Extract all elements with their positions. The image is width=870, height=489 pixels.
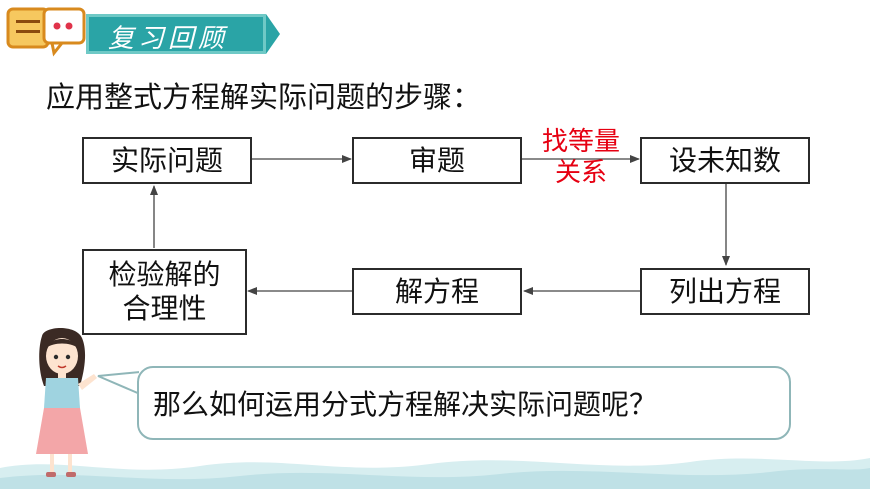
step-set-unknown: 设未知数 (640, 137, 810, 184)
step-solve-equation: 解方程 (352, 268, 522, 315)
speech-bubble-tail (97, 370, 142, 396)
edge-label-line1: 找等量 (541, 127, 620, 157)
section-title: 复习回顾 (108, 24, 229, 54)
step-check-reasonableness: 检验解的 合理性 (82, 249, 247, 335)
question-bubble: 那么如何运用分式方程解决实际问题呢？ (137, 366, 791, 440)
step-check-line1: 检验解的 (108, 258, 221, 292)
wave-decoration (0, 458, 870, 489)
step-actual-problem: 实际问题 (82, 137, 252, 184)
step-review-problem: 审题 (352, 137, 522, 184)
chat-bubbles-icon (6, 7, 86, 57)
step-check-line2: 合理性 (122, 292, 207, 325)
edge-label-find-equality: 找等量 关系 (525, 127, 637, 188)
edge-label-line2: 关系 (554, 157, 607, 188)
section-banner: 复习回顾 (86, 14, 280, 54)
girl-character-icon (36, 328, 97, 477)
step-write-equation: 列出方程 (640, 268, 810, 315)
intro-heading: 应用整式方程解实际问题的步骤： (46, 80, 482, 114)
